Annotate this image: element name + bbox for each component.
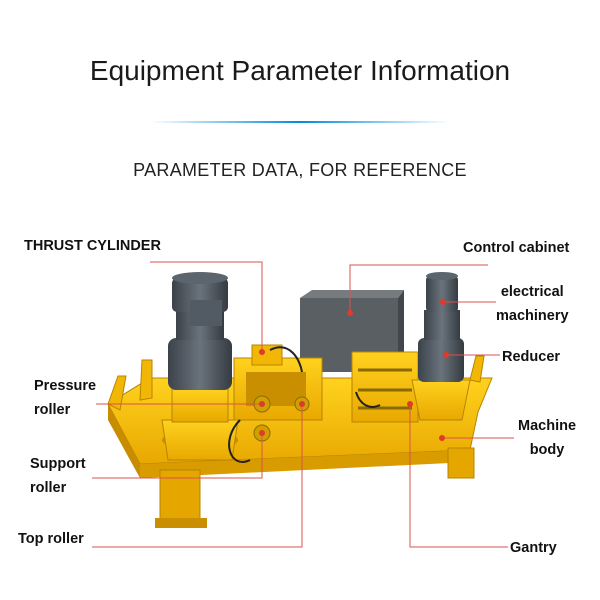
page-title: Equipment Parameter Information xyxy=(89,55,511,86)
label-electrical-line2: machinery xyxy=(496,308,569,324)
label-machine-body: Machine body xyxy=(518,414,576,462)
label-control-cabinet: Control cabinet xyxy=(463,240,570,256)
label-top-roller: Top roller xyxy=(18,531,84,547)
label-support-line1: Support xyxy=(30,456,86,472)
left-motor-assembly xyxy=(161,272,239,461)
marker-machine-body xyxy=(439,435,445,441)
leader-lines xyxy=(92,261,514,548)
label-pressure-line2: roller xyxy=(34,402,71,418)
marker-control-cabinet xyxy=(347,310,353,316)
title-divider xyxy=(150,121,450,123)
label-electrical-machinery: electrical machinery xyxy=(496,280,569,328)
roller-frame-right xyxy=(351,351,419,423)
marker-support-roller xyxy=(259,430,265,436)
marker-pressure-roller xyxy=(259,401,265,407)
roller-frame-left xyxy=(233,344,323,442)
label-support-line2: roller xyxy=(30,480,67,496)
leader-support-roller xyxy=(92,433,263,479)
leader-gantry xyxy=(409,404,508,548)
hydraulic-hoses xyxy=(228,346,381,463)
leader-top-roller xyxy=(92,404,303,548)
marker-electrical-machinery xyxy=(440,299,446,305)
label-gantry: Gantry xyxy=(510,540,557,556)
label-pressure-roller: Pressure roller xyxy=(34,374,96,422)
marker-gantry xyxy=(407,401,413,407)
label-support-roller: Support roller xyxy=(30,452,86,500)
marker-thrust-cylinder xyxy=(259,349,265,355)
right-motor-assembly xyxy=(411,272,471,421)
marker-dots xyxy=(259,299,449,441)
leader-control-cabinet xyxy=(349,264,488,313)
marker-top-roller xyxy=(299,401,305,407)
marker-reducer xyxy=(443,352,449,358)
label-machine-body-line2: body xyxy=(529,442,565,458)
page-subtitle: PARAMETER DATA, FOR REFERENCE xyxy=(133,160,467,180)
label-reducer: Reducer xyxy=(502,349,561,365)
label-electrical-line1: electrical xyxy=(500,284,564,300)
label-machine-body-line1: Machine xyxy=(518,418,577,434)
label-pressure-line1: Pressure xyxy=(34,378,97,394)
leader-thrust-cylinder xyxy=(150,261,263,352)
label-thrust-cylinder: THRUST CYLINDER xyxy=(24,238,161,254)
